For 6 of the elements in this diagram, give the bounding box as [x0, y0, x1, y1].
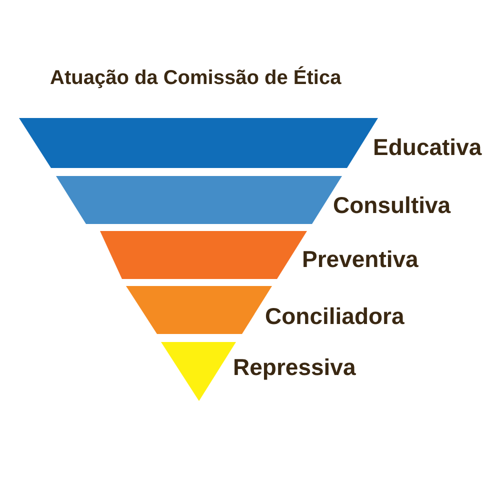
band-label: Repressiva [233, 354, 356, 380]
band-label: Conciliadora [265, 303, 404, 329]
band-label: Preventiva [302, 246, 418, 272]
band-label: Educativa [373, 134, 482, 160]
diagram-title: Atuação da Comissão de Ética [50, 66, 342, 90]
band-label: Consultiva [333, 192, 451, 218]
